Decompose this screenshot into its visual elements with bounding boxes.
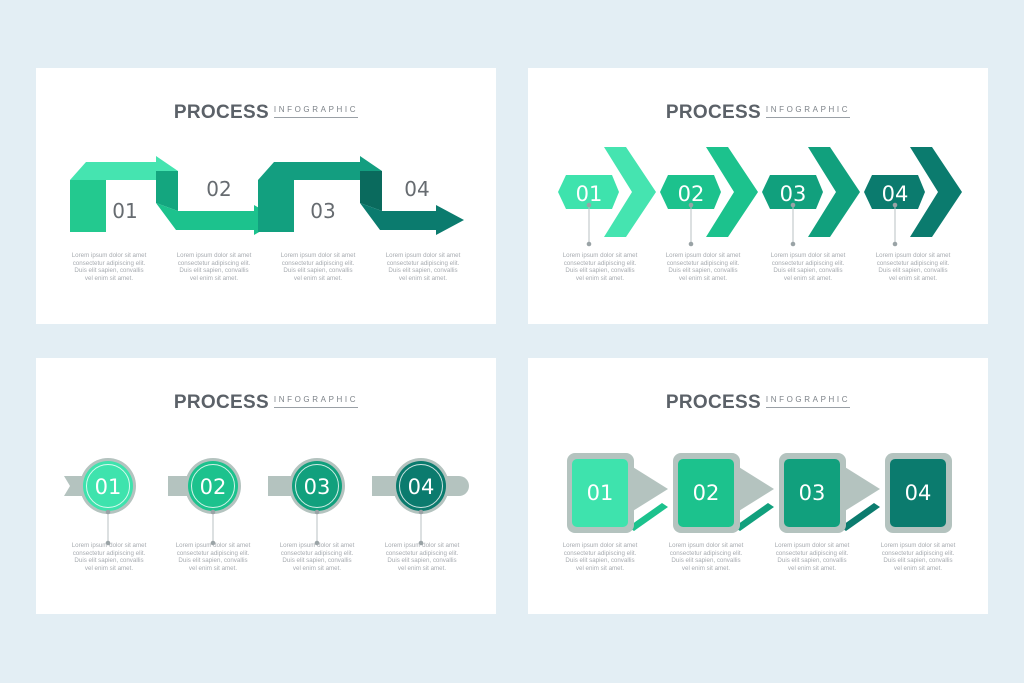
ribbon-3-side: [258, 180, 294, 232]
hexagon-3: [762, 175, 823, 209]
triangle-2: [734, 464, 774, 514]
square-3: [784, 459, 840, 527]
ribbon-step-3-number: 03: [310, 199, 335, 223]
triangle-3: [840, 464, 880, 514]
pin-bottom-4: [892, 241, 898, 247]
pin-bottom-3: [790, 241, 796, 247]
square-step-1-number: 01: [587, 481, 614, 505]
panel-square-arrows: PROCESS INFOGRAPHIC 01 02 03 04 Lorem ip…: [528, 358, 988, 614]
circle-3: [292, 461, 342, 511]
square-step-2-number: 02: [693, 481, 720, 505]
chevron-1: [604, 147, 656, 237]
square-4: [890, 459, 946, 527]
ribbon-1-arrow: [70, 156, 178, 186]
circle-2: [188, 461, 238, 511]
hexagon-2: [660, 175, 721, 209]
circle-step-4-number: 04: [408, 475, 435, 499]
panel-title: PROCESS INFOGRAPHIC: [36, 102, 496, 124]
hex-step-2-number: 02: [678, 182, 705, 206]
pin-top-2: [688, 202, 694, 208]
panel-hexagon-chevrons: PROCESS INFOGRAPHIC 01 02 03 04 Lorem ip…: [528, 68, 988, 324]
title-main: PROCESS: [665, 102, 761, 123]
square-step-3-number: 03: [799, 481, 826, 505]
ribbon-3-arrow: [258, 156, 382, 186]
panel-ribbon-arrows: PROCESS INFOGRAPHIC 01 02 03 04 Lorem ip…: [36, 68, 496, 324]
circle-4: [396, 461, 446, 511]
title-main: PROCESS: [665, 392, 761, 413]
pin-top-1: [586, 202, 592, 208]
pin-top-3: [790, 202, 796, 208]
title-sub: INFOGRAPHIC: [765, 395, 851, 408]
panel-title: PROCESS INFOGRAPHIC: [36, 392, 496, 414]
title-main: PROCESS: [173, 392, 269, 413]
square-2: [678, 459, 734, 527]
ribbon-2-arrow: [156, 203, 280, 235]
circle-step-2-number: 02: [200, 475, 227, 499]
hexagon-4: [864, 175, 925, 209]
circle-1: [83, 461, 133, 511]
hexagon-1: [558, 175, 619, 209]
square-1: [572, 459, 628, 527]
triangle-1: [628, 464, 668, 514]
stripe-2: [734, 503, 774, 531]
ribbon-4-fold: [360, 171, 382, 211]
stripe-1: [628, 503, 668, 531]
square-arrow-diagram: 01 02 03 04: [567, 453, 952, 533]
panel-title: PROCESS INFOGRAPHIC: [528, 392, 988, 414]
title-sub: INFOGRAPHIC: [273, 105, 359, 118]
circle-track-diagram: 01 02 03 04: [64, 458, 469, 546]
title-sub: INFOGRAPHIC: [273, 395, 359, 408]
pin-bottom-2: [688, 241, 694, 247]
ribbon-step-4-number: 04: [404, 177, 429, 201]
pin-bottom-1: [586, 241, 592, 247]
square-step-4-number: 04: [905, 481, 932, 505]
circle-step-1-number: 01: [95, 475, 122, 499]
hex-step-1-number: 01: [576, 182, 603, 206]
ribbon-step-2-number: 02: [206, 177, 231, 201]
title-main: PROCESS: [173, 102, 269, 123]
chevron-2: [706, 147, 758, 237]
circle-step-3-number: 03: [304, 475, 331, 499]
hexagon-chevron-diagram: 01 02 03 04: [558, 147, 962, 247]
pin-top-4: [892, 202, 898, 208]
ribbon-diagram: 01 02 03 04: [70, 156, 464, 235]
hex-step-3-number: 03: [780, 182, 807, 206]
stripe-3: [840, 503, 880, 531]
chevron-3: [808, 147, 860, 237]
hex-step-4-number: 04: [882, 182, 909, 206]
title-sub: INFOGRAPHIC: [765, 105, 851, 118]
panel-circle-track: PROCESS INFOGRAPHIC 01 02 03: [36, 358, 496, 614]
panel-title: PROCESS INFOGRAPHIC: [528, 102, 988, 124]
ribbon-2-fold: [156, 171, 178, 211]
chevron-4: [910, 147, 962, 237]
ribbon-4-arrow: [360, 203, 464, 235]
ribbon-step-1-number: 01: [112, 199, 137, 223]
ribbon-1-side: [70, 180, 106, 232]
